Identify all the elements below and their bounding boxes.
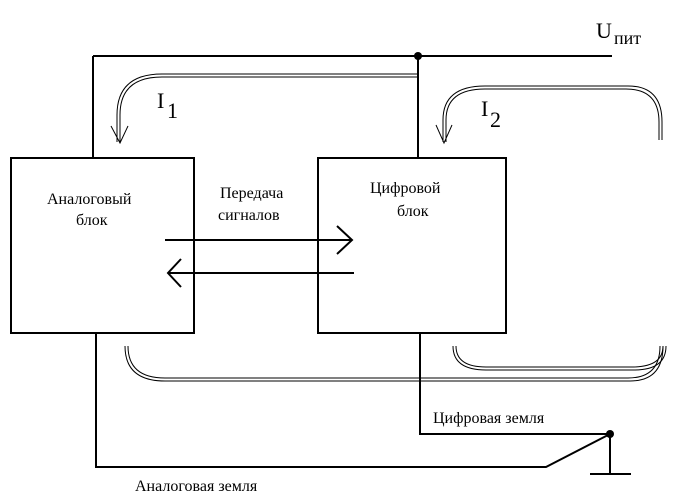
analog-block	[10, 157, 195, 334]
signal-arrow-left	[166, 258, 354, 288]
supply-voltage-label: U	[596, 18, 612, 43]
digital-ground-wire	[419, 333, 610, 435]
digital-ground-label: Цифровая земля	[433, 410, 545, 427]
current-i2-label: I	[481, 96, 488, 121]
current-i2-subscript: 2	[490, 107, 501, 132]
digital-block-label-line1: Цифровой	[370, 180, 441, 197]
signal-transfer-label-line1: Передача	[220, 185, 283, 202]
digital-block	[317, 157, 507, 334]
analog-block-label-line1: Аналоговый	[47, 191, 132, 208]
supply-voltage-subscript: пит	[614, 28, 641, 48]
analog-ground-label: Аналоговая земля	[135, 478, 258, 495]
analog-ground-wire	[95, 333, 611, 468]
digital-block-label-line2: блок	[397, 203, 429, 220]
signal-transfer-label-line2: сигналов	[218, 207, 280, 224]
analog-block-label-line2: блок	[76, 212, 108, 229]
signal-arrow-right	[165, 225, 354, 255]
ground-symbol	[590, 434, 631, 475]
current-loop-i2	[435, 85, 667, 371]
current-loop-i1	[110, 73, 664, 382]
supply-junction-node	[414, 52, 422, 60]
current-i1-subscript: 1	[167, 98, 178, 123]
current-i1-label: I	[157, 88, 164, 113]
